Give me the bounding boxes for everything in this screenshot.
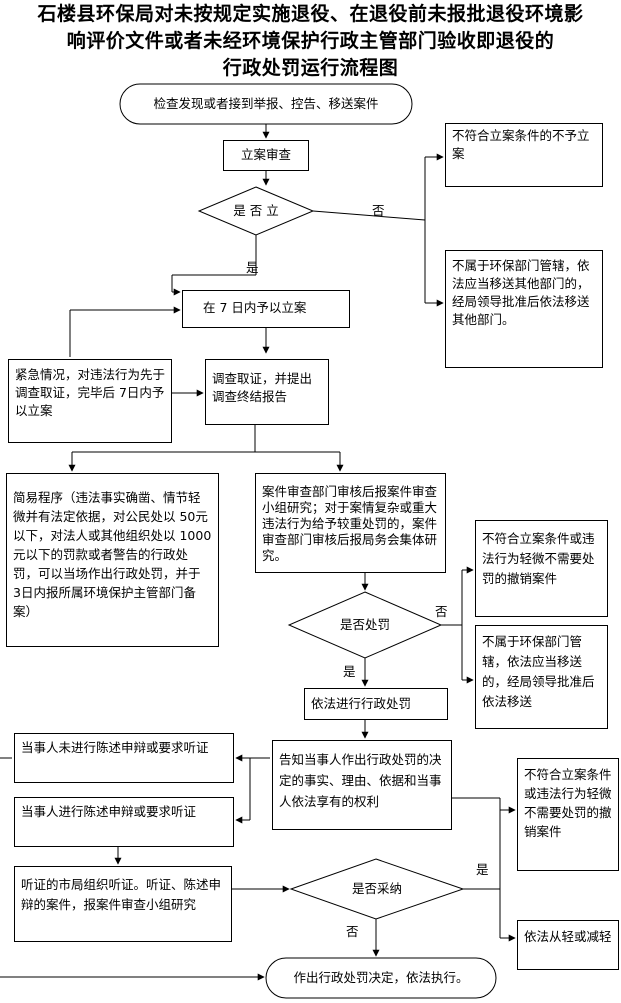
branch-label-no-3: 否 — [346, 924, 359, 939]
revoke-box: 不符合立案条件或违法行为轻微不需要处罚的撤销案件 — [475, 520, 608, 617]
penalize-box: 依法进行行政处罚 — [304, 688, 448, 720]
simple-procedure-box: 简易程序（违法事实确凿、情节轻微并有法定依据，对公民处以 50元以下，对法人或其… — [6, 473, 219, 647]
decision-penalty-label: 是否处罚 — [339, 617, 390, 632]
urgent-box: 紧急情况，对违法行为先于调查取证，完毕后 7日内予以立案 — [8, 359, 172, 443]
branch-label-yes-2: 是 — [343, 664, 356, 679]
transfer-box: 不属于环保部门管辖，依法应当移送的，经局领导批准后依法移送 — [475, 625, 608, 729]
no-defense-box: 当事人未进行陈述申辩或要求听证 — [14, 733, 234, 783]
start-label: 检查发现或者接到举报、控告、移送案件 — [153, 96, 379, 111]
branch-label-no-1: 否 — [372, 203, 385, 218]
investigate-box: 调查取证，并提出调查终结报告 — [205, 359, 329, 425]
case-review-box: 案件审查部门审核后报案件审查小组研究；对于案情复杂或重大违法行为给予较重处罚的，… — [255, 473, 446, 573]
revoke2-box: 不符合立案条件或违法行为轻微不需要处罚的撤销案件 — [517, 758, 619, 871]
defense-box: 当事人进行陈述申辩或要求听证 — [14, 797, 234, 847]
title-line-1: 石楼县环保局对未按规定实施退役、在退役前未报批退役环境影 — [37, 3, 584, 25]
not-jurisdiction-box: 不属于环保部门管辖，依法应当移送其他部门的，经局领导批准后依法移送其他部门。 — [445, 250, 603, 368]
branch-label-no-2: 否 — [435, 604, 448, 619]
branch-label-yes-1: 是 — [246, 260, 259, 275]
decision-file-label: 是 否 立 — [233, 203, 279, 218]
inform-box: 告知当事人作出行政处罚的决定的事实、理由、依据和当事人依法享有的权利 — [272, 740, 452, 830]
title-line-2: 响评价文件或者未经环境保护行政主管部门验收即退役的 — [66, 30, 555, 52]
lighter-box: 依法从轻或减轻 — [517, 920, 619, 970]
decision-adopt-label: 是否采纳 — [351, 881, 402, 896]
title-line-3: 行政处罚运行流程图 — [222, 57, 399, 79]
branch-label-yes-3: 是 — [476, 862, 489, 877]
hearing-box: 听证的市局组织听证。听证、陈述申辩的案件，报案件审查小组研究 — [14, 866, 232, 942]
file-7days-box: 在 7 日内予以立案 — [182, 290, 350, 328]
no-case-box: 不符合立案条件的不予立案 — [445, 123, 603, 187]
end-label: 作出行政处罚决定，依法执行。 — [293, 970, 469, 985]
end-oval — [265, 957, 497, 999]
review-box: 立案审查 — [223, 140, 309, 171]
